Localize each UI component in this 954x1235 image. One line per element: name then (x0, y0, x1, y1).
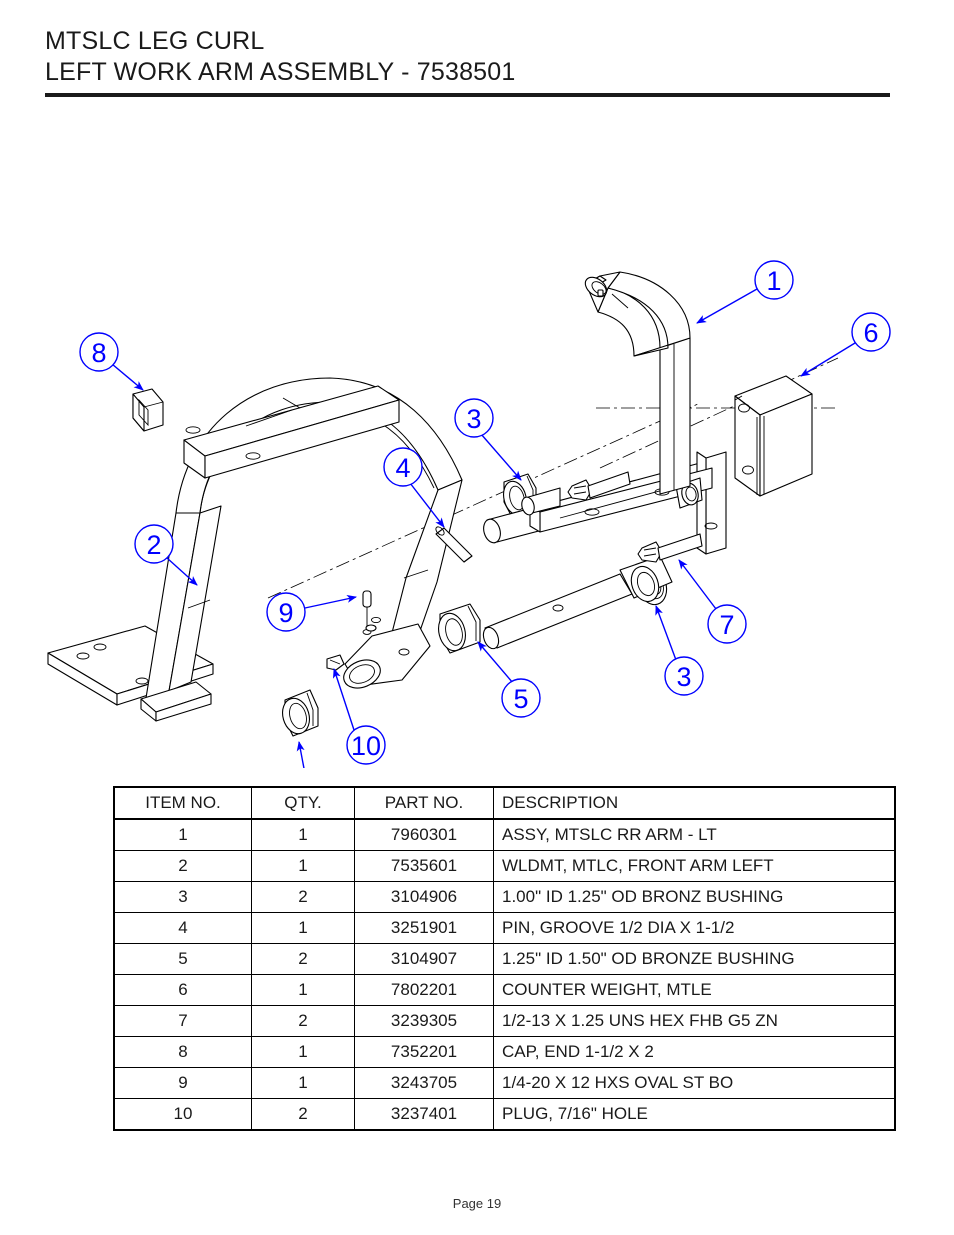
cell-description: 1.25" ID 1.50" OD BRONZE BUSHING (493, 943, 896, 975)
part-front-arm-weldment (47, 377, 463, 722)
cell-qty: 1 (251, 912, 355, 944)
callout-balloon-7[interactable] (707, 604, 747, 644)
title-divider-rule (45, 93, 890, 97)
cell-qty: 1 (251, 1067, 355, 1099)
cell-item-no: 10 (113, 1098, 252, 1131)
page-header: MTSLC LEG CURL LEFT WORK ARM ASSEMBLY - … (45, 26, 905, 88)
cell-qty: 2 (251, 943, 355, 975)
callout-balloon-4[interactable] (383, 447, 423, 487)
cell-part-no: 3243705 (354, 1067, 494, 1099)
cell-part-no: 7352201 (354, 1036, 494, 1068)
cell-qty: 1 (251, 850, 355, 882)
callout-balloon-6[interactable] (851, 312, 891, 352)
callout-balloon-3-upper[interactable] (454, 398, 494, 438)
cell-part-no: 7960301 (354, 818, 494, 851)
cell-item-no: 3 (113, 881, 252, 913)
cell-part-no: 3104907 (354, 943, 494, 975)
part-bronze-bushing-5a (282, 689, 319, 737)
page-title-line-1: MTSLC LEG CURL (45, 27, 265, 55)
callout-balloons: 1 6 8 3 4 2 (79, 260, 891, 768)
callout-label-5-center: 5 (513, 684, 528, 714)
column-header-description: DESCRIPTION (493, 786, 896, 820)
cell-item-no: 8 (113, 1036, 252, 1068)
part-bronze-bushing-5b (438, 603, 481, 654)
callout-label-3-upper: 3 (466, 404, 481, 434)
cell-part-no: 3104906 (354, 881, 494, 913)
cell-description: 1.00" ID 1.25" OD BRONZ BUSHING (493, 881, 896, 913)
callout-label-2: 2 (146, 530, 161, 560)
cell-qty: 1 (251, 1036, 355, 1068)
cell-qty: 2 (251, 1098, 355, 1131)
cell-description: 1/2-13 X 1.25 UNS HEX FHB G5 ZN (493, 1005, 896, 1037)
part-counter-weight (734, 375, 813, 497)
cell-item-no: 9 (113, 1067, 252, 1099)
cell-item-no: 5 (113, 943, 252, 975)
cell-part-no: 7802201 (354, 974, 494, 1006)
cell-part-no: 3239305 (354, 1005, 494, 1037)
cell-description: ASSY, MTSLC RR ARM - LT (493, 818, 896, 851)
cell-description: 1/4-20 X 12 HXS OVAL ST BO (493, 1067, 896, 1099)
part-groove-pin (435, 526, 473, 563)
callout-label-8: 8 (91, 338, 106, 368)
cell-qty: 1 (251, 818, 355, 851)
cell-item-no: 6 (113, 974, 252, 1006)
cell-description: PLUG, 7/16" HOLE (493, 1098, 896, 1131)
table-header-row: ITEM NO. QTY. PART NO. DESCRIPTION (113, 786, 896, 820)
part-rear-arm-assembly (584, 271, 691, 495)
callout-balloon-3-lower[interactable] (664, 656, 704, 696)
cell-description: COUNTER WEIGHT, MTLE (493, 974, 896, 1006)
page-title-line-2: LEFT WORK ARM ASSEMBLY - 7538501 (45, 58, 516, 86)
callout-label-7: 7 (719, 610, 734, 640)
page-footer: Page 19 (0, 1196, 954, 1211)
cell-description: WLDMT, MTLC, FRONT ARM LEFT (493, 850, 896, 882)
cell-qty: 2 (251, 881, 355, 913)
part-end-cap (132, 388, 164, 432)
exploded-assembly-drawing: 1 6 8 3 4 2 (0, 108, 954, 768)
cell-description: CAP, END 1-1/2 X 2 (493, 1036, 896, 1068)
page-number-label: Page 19 (452, 1196, 502, 1211)
callout-balloon-5-center[interactable] (501, 678, 541, 718)
cell-item-no: 1 (113, 818, 252, 851)
callout-label-1: 1 (766, 266, 781, 296)
column-header-item-no: ITEM NO. (113, 786, 252, 820)
callout-label-9: 9 (278, 598, 293, 628)
part-hex-flange-bolt-7b (637, 533, 703, 563)
callout-label-6: 6 (863, 318, 878, 348)
cell-part-no: 7535601 (354, 850, 494, 882)
callout-balloon-8[interactable] (79, 332, 119, 372)
callout-balloon-2[interactable] (134, 524, 174, 564)
cell-description: PIN, GROOVE 1/2 DIA X 1-1/2 (493, 912, 896, 944)
column-header-qty: QTY. (251, 786, 355, 820)
cell-qty: 1 (251, 974, 355, 1006)
part-plug-lower (365, 624, 377, 632)
part-plug-upper (326, 654, 345, 671)
cell-qty: 2 (251, 1005, 355, 1037)
callout-balloon-10[interactable] (346, 725, 386, 765)
part-hex-flange-bolt-7a (567, 471, 631, 501)
column-header-part-no: PART NO. (354, 786, 494, 820)
callout-label-4: 4 (395, 453, 410, 483)
cell-item-no: 2 (113, 850, 252, 882)
callout-label-10: 10 (351, 731, 381, 761)
cell-item-no: 7 (113, 1005, 252, 1037)
callout-balloon-9[interactable] (266, 592, 306, 632)
cell-part-no: 3237401 (354, 1098, 494, 1131)
callout-balloon-1[interactable] (754, 260, 794, 300)
part-oval-set-screw (362, 590, 372, 635)
callout-label-3-lower: 3 (676, 662, 691, 692)
cell-item-no: 4 (113, 912, 252, 944)
cell-part-no: 3251901 (354, 912, 494, 944)
